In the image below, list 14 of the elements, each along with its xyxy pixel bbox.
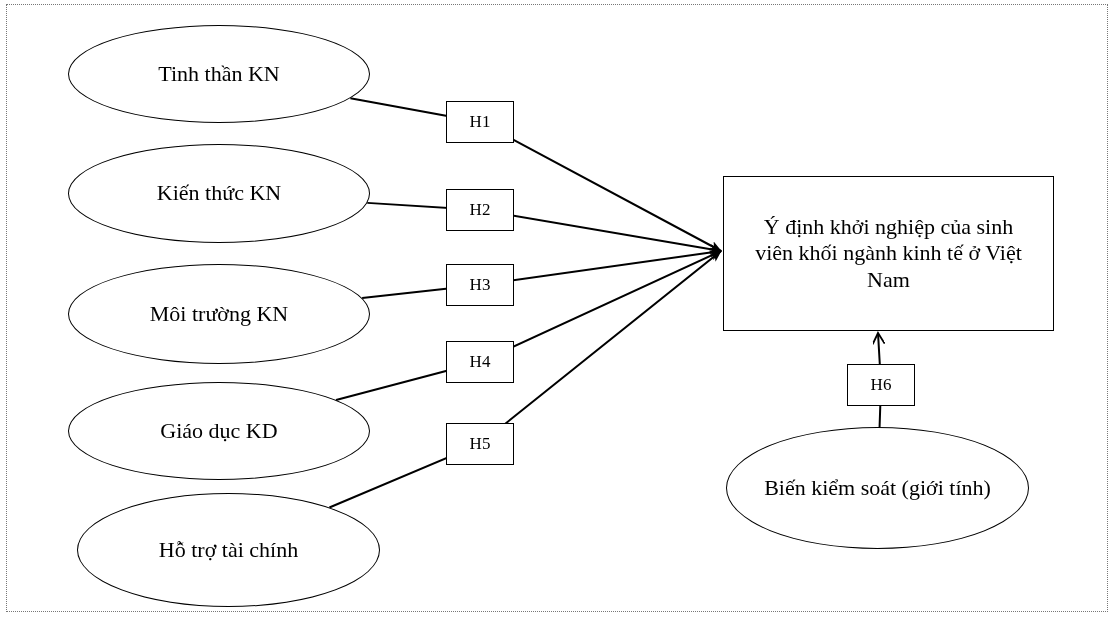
node-text: Biến kiểm soát (giới tính) — [764, 474, 991, 502]
edge-label: H2 — [446, 189, 514, 231]
node-text: Giáo dục KD — [160, 417, 278, 445]
edge-label: H5 — [446, 423, 514, 465]
edge-label: H4 — [446, 341, 514, 383]
node-text: Môi trường KN — [149, 300, 289, 328]
node-text: Hỗ trợ tài chính — [158, 536, 299, 564]
edge-label: H3 — [446, 264, 514, 306]
node-text: Tinh thần KN — [158, 60, 280, 88]
edge-label: H1 — [446, 101, 514, 143]
edge-label: H6 — [847, 364, 915, 406]
node-text: Ý định khởi nghiệp của sinh viên khối ngành kinh tế ở Việt Nam — [754, 213, 1023, 294]
node-text: Kiến thức KN — [156, 180, 282, 207]
outcome-box — [723, 176, 1054, 331]
